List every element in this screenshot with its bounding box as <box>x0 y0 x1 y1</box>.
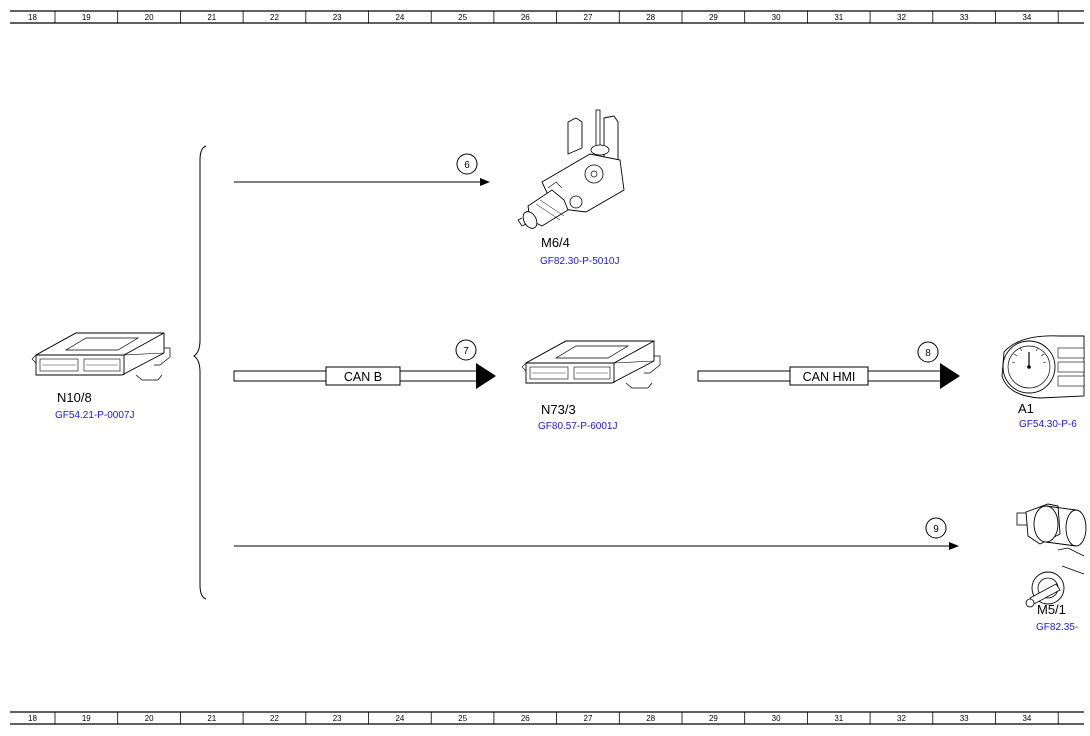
ruler-bottom: 18 19 20 21 22 23 24 25 26 27 28 29 30 31 32 33 34 <box>10 711 1084 725</box>
ruler-number: 30 <box>772 714 781 723</box>
ruler-number: 34 <box>1022 714 1031 723</box>
connection-7-can-b: CAN B 7 <box>233 339 496 389</box>
ruler-number: 24 <box>395 714 404 723</box>
washer-pump-icon <box>1016 503 1087 608</box>
component-code: M6/4 <box>541 235 570 250</box>
ruler-top: 18 19 20 21 22 23 24 25 26 27 28 29 30 31 32 33 34 <box>10 10 1084 24</box>
connection-9: 9 <box>234 517 959 550</box>
component-doc-link[interactable]: GF82.30-P-5010J <box>540 256 620 267</box>
component-doc-link[interactable]: GF82.35- <box>1036 622 1078 633</box>
ruler-number: 18 <box>28 13 37 22</box>
connection-8-can-hmi: CAN HMI 8 <box>697 341 960 389</box>
component-code: A1 <box>1018 401 1034 416</box>
instrument-cluster-icon <box>1001 335 1085 399</box>
control-unit-icon <box>521 340 661 389</box>
ruler-number: 32 <box>897 13 906 22</box>
connection-number: 8 <box>925 348 931 359</box>
bus-label: CAN HMI <box>803 370 856 384</box>
bus-label: CAN B <box>344 370 382 384</box>
ruler-number: 28 <box>646 13 655 22</box>
ruler-number: 22 <box>270 714 279 723</box>
component-doc-link[interactable]: GF54.21-P-0007J <box>55 410 135 421</box>
ruler-number: 29 <box>709 714 718 723</box>
ruler-number: 31 <box>834 13 843 22</box>
ruler-number: 20 <box>145 13 154 22</box>
ruler-number: 34 <box>1022 13 1031 22</box>
component-n73-3: N73/3 GF80.57-P-6001J <box>521 340 661 432</box>
connection-number: 7 <box>463 346 469 357</box>
ruler-number: 20 <box>145 714 154 723</box>
ruler-number: 21 <box>207 13 216 22</box>
wiper-motor-icon <box>517 109 625 229</box>
ruler-number: 33 <box>960 714 969 723</box>
ruler-number: 26 <box>521 714 530 723</box>
component-n10-8: N10/8 GF54.21-P-0007J <box>31 332 171 421</box>
control-unit-icon <box>31 332 171 381</box>
ruler-number: 19 <box>82 13 91 22</box>
ruler-number: 23 <box>333 714 342 723</box>
connection-number: 9 <box>933 524 939 535</box>
component-a1: A1 GF54.30-P-6 <box>1001 335 1085 430</box>
ruler-number: 24 <box>395 13 404 22</box>
ruler-number: 32 <box>897 714 906 723</box>
component-code: N73/3 <box>541 402 576 417</box>
ruler-number: 27 <box>584 714 593 723</box>
ruler-number: 31 <box>834 714 843 723</box>
ruler-number: 23 <box>333 13 342 22</box>
ruler-number: 33 <box>960 13 969 22</box>
connection-6: 6 <box>234 153 490 186</box>
ruler-number: 28 <box>646 714 655 723</box>
ruler-number: 29 <box>709 13 718 22</box>
ruler-number: 25 <box>458 13 467 22</box>
ruler-number: 25 <box>458 714 467 723</box>
component-code: M5/1 <box>1037 602 1066 617</box>
component-code: N10/8 <box>57 390 92 405</box>
ruler-number: 26 <box>521 13 530 22</box>
ruler-number: 19 <box>82 714 91 723</box>
ruler-number: 18 <box>28 714 37 723</box>
component-doc-link[interactable]: GF80.57-P-6001J <box>538 421 618 432</box>
ruler-number: 21 <box>207 714 216 723</box>
ruler-number: 30 <box>772 13 781 22</box>
ruler-number: 22 <box>270 13 279 22</box>
component-doc-link[interactable]: GF54.30-P-6 <box>1019 419 1077 430</box>
ruler-number: 27 <box>584 13 593 22</box>
component-m5-1: M5/1 GF82.35- <box>1016 503 1087 633</box>
connection-number: 6 <box>464 160 470 171</box>
branch-brace <box>193 145 207 600</box>
component-m6-4: M6/4 GF82.30-P-5010J <box>517 109 625 267</box>
